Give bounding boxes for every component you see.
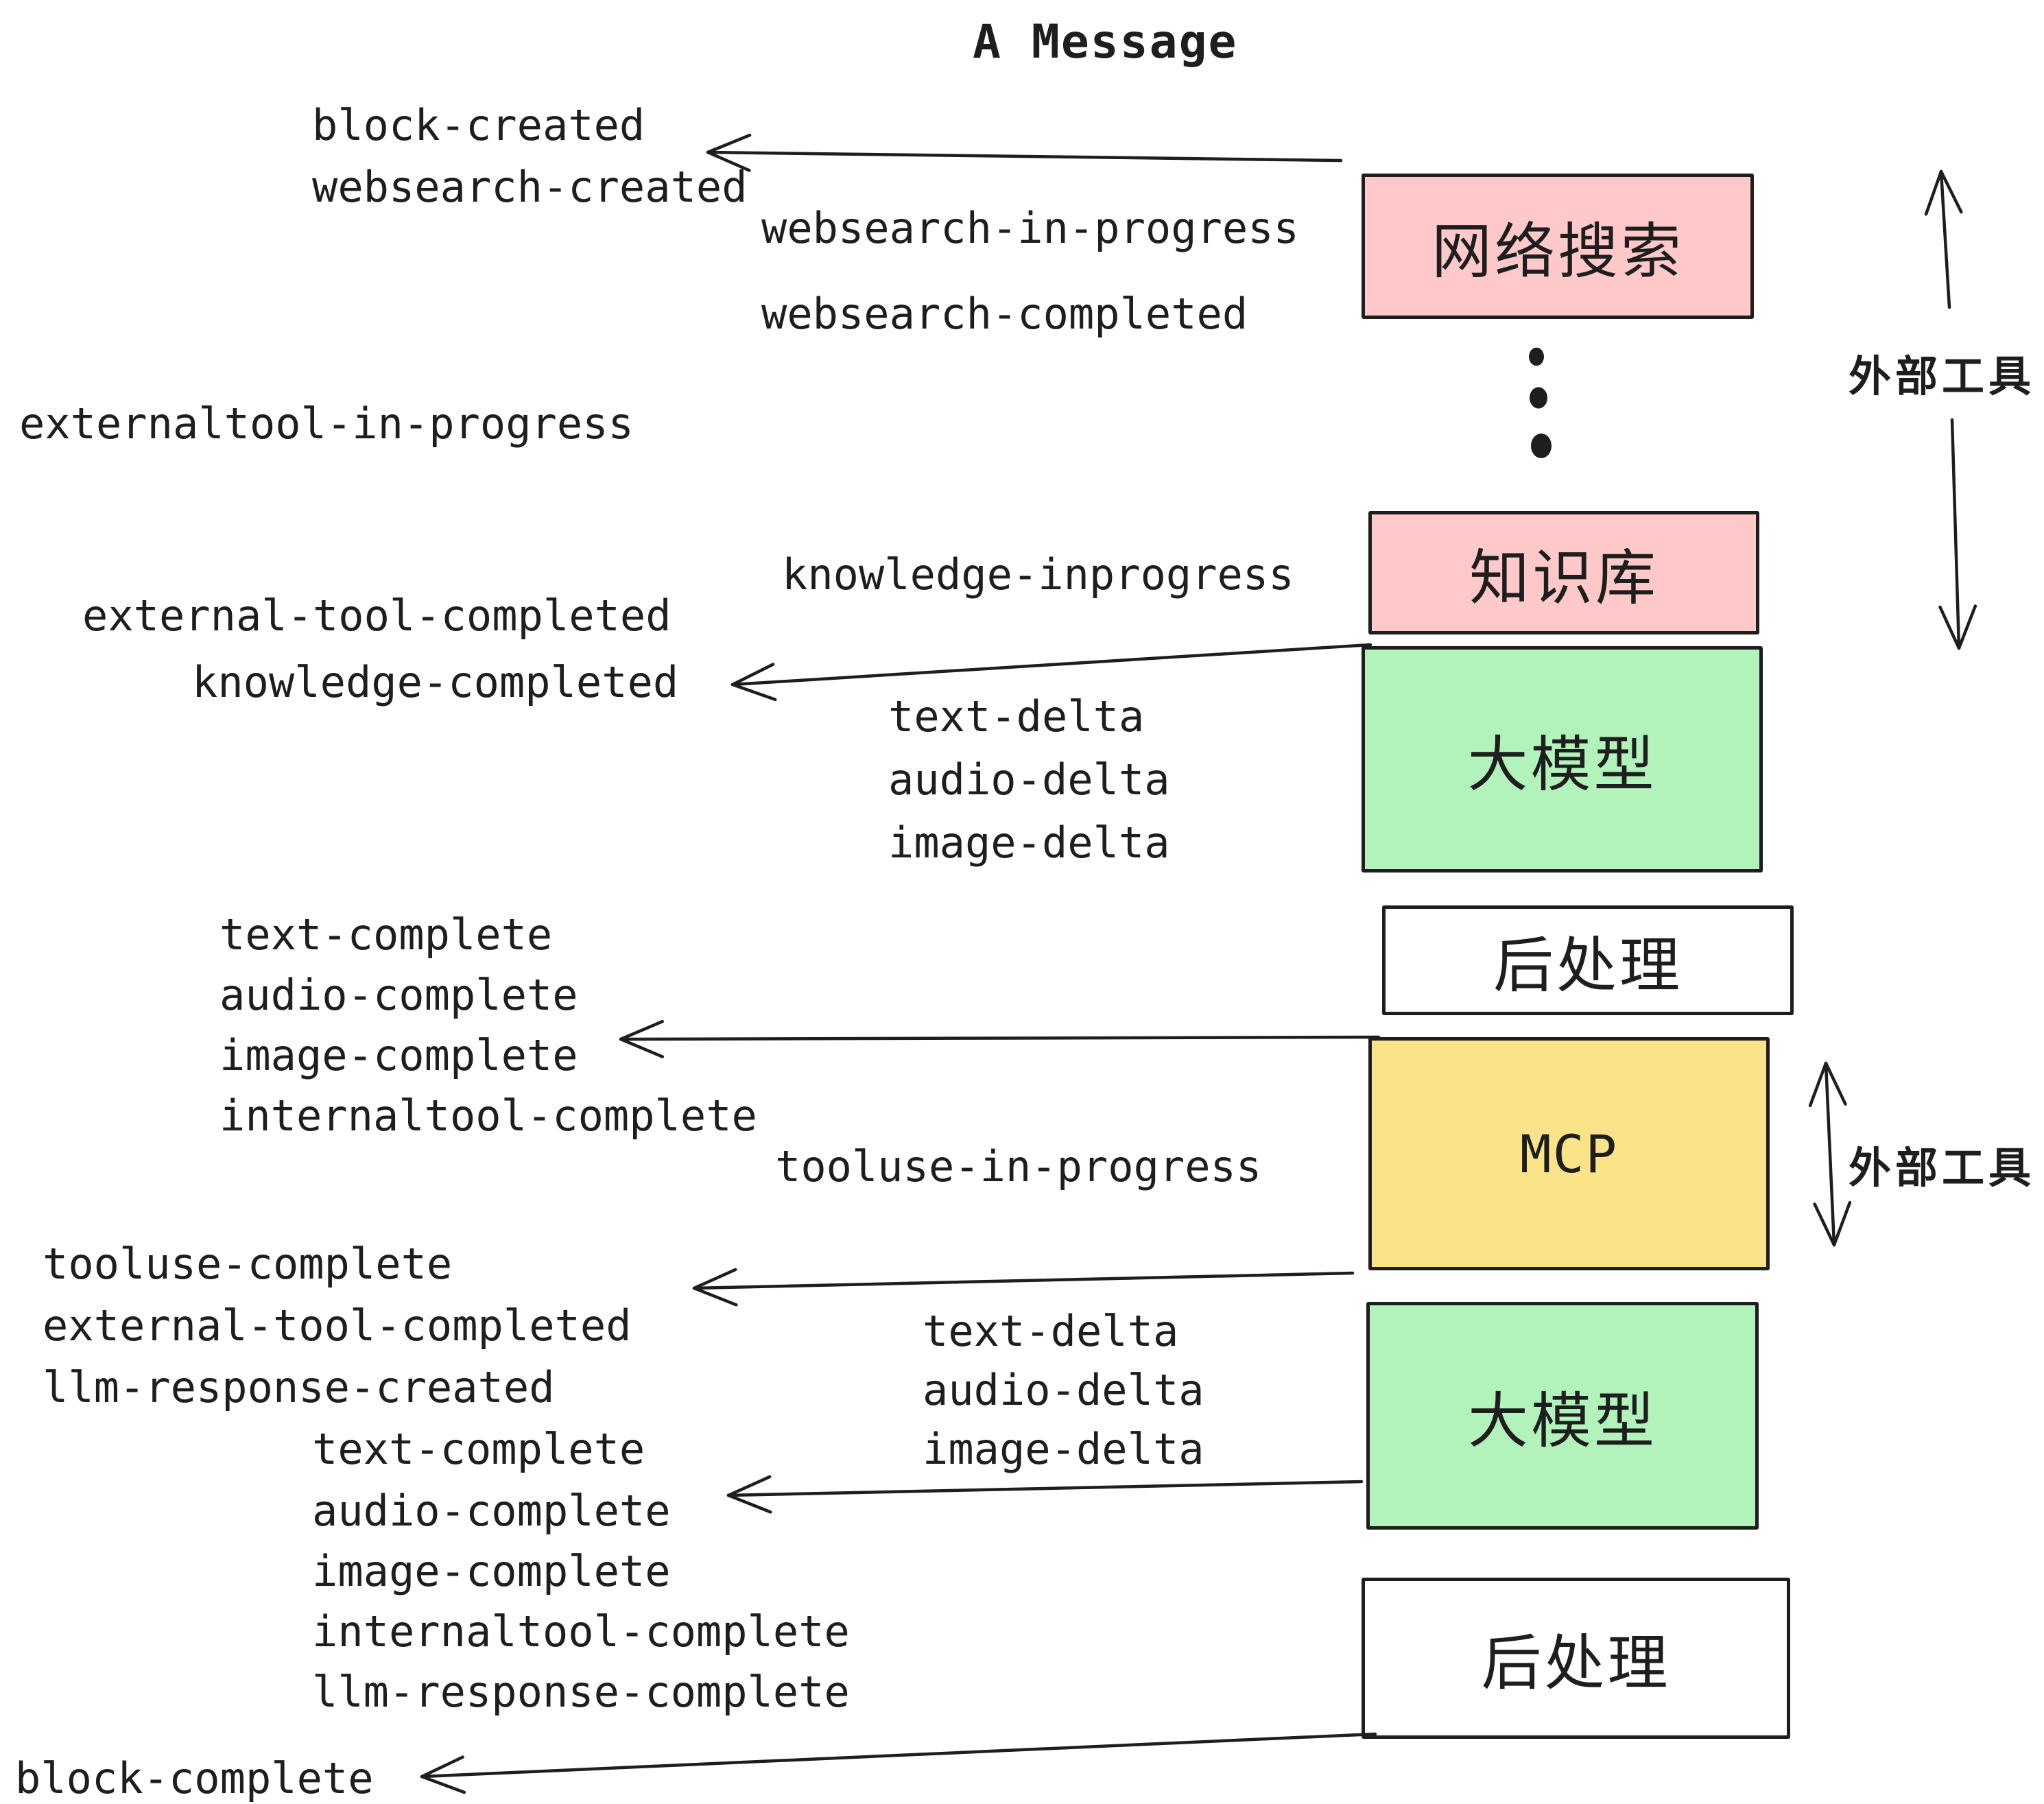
arrow-external-tools-up [1924,169,1963,309]
event-label-llm-response-created: llm-response-created [43,1362,555,1412]
process-box-websearch: 网络搜索 [1362,174,1754,319]
event-label-image-complete-1: image-complete [219,1030,578,1080]
event-label-externaltool-in-progress: externaltool-in-progress [19,399,634,449]
event-label-websearch-created: websearch-created [312,162,748,212]
event-label-audio-delta-2: audio-delta [923,1365,1204,1415]
event-label-image-delta-1: image-delta [888,818,1170,868]
event-label-text-complete-2: text-complete [312,1424,645,1474]
diagram-title: A Message [973,15,1238,69]
event-label-text-complete-1: text-complete [219,910,553,960]
event-label-block-created: block-created [312,100,645,150]
event-label-tooluse-complete: tooluse-complete [43,1239,453,1289]
process-box-label-postprocess-2: 后处理 [1481,1629,1671,1697]
process-box-label-llm-2: 大模型 [1467,1386,1657,1455]
event-label-audio-complete-1: audio-complete [219,970,578,1020]
process-box-mcp: MCP [1368,1037,1770,1270]
process-box-postprocess-1: 后处理 [1382,905,1794,1015]
event-label-knowledge-completed: knowledge-completed [192,657,679,707]
process-box-label-llm-1: 大模型 [1467,730,1657,798]
event-label-external-tool-completed-1: external-tool-completed [82,591,672,641]
event-label-knowledge-inprogress: knowledge-inprogress [782,549,1294,600]
event-label-text-delta-2: text-delta [923,1306,1179,1356]
process-box-label-postprocess-1: 后处理 [1493,931,1683,999]
process-box-llm-1: 大模型 [1362,646,1763,873]
event-label-websearch-completed: websearch-completed [761,289,1248,339]
event-label-image-complete-2: image-complete [312,1546,671,1596]
event-label-internaltool-complete-2: internaltool-complete [312,1606,850,1657]
event-label-audio-complete-2: audio-complete [312,1486,671,1536]
arrow-to-audio-complete [726,1475,1364,1514]
arrow-to-image-complete [619,1019,1381,1058]
arrow-to-block-complete [420,1732,1377,1794]
side-label-external-tools-top: 外部工具 [1849,353,2036,401]
arrow-to-tooluse-complete [692,1268,1355,1307]
event-label-websearch-in-progress: websearch-in-progress [761,203,1299,253]
side-label-external-tools-bottom: 外部工具 [1849,1145,2036,1192]
process-box-label-websearch: 网络搜索 [1431,217,1684,285]
arrow-to-block-created [706,133,1343,172]
event-label-block-complete: block-complete [15,1753,374,1803]
event-label-audio-delta-1: audio-delta [888,755,1170,805]
process-box-postprocess-2: 后处理 [1362,1578,1790,1739]
event-label-llm-response-complete: llm-response-complete [312,1667,850,1717]
process-box-llm-2: 大模型 [1366,1302,1759,1530]
ellipsis-dots-icon [1529,347,1552,458]
event-label-image-delta-2: image-delta [923,1424,1204,1474]
process-box-label-knowledge: 知识库 [1469,543,1659,612]
event-label-internaltool-complete-1: internaltool-complete [219,1091,757,1141]
arrow-external-tools-updown [1808,1061,1852,1247]
arrow-external-tools-down [1938,418,1977,650]
event-label-external-tool-completed-2: external-tool-completed [43,1301,632,1351]
process-box-knowledge: 知识库 [1368,511,1759,634]
event-label-tooluse-in-progress: tooluse-in-progress [775,1141,1262,1191]
event-label-text-delta-1: text-delta [888,691,1145,741]
process-box-label-mcp: MCP [1519,1123,1619,1185]
